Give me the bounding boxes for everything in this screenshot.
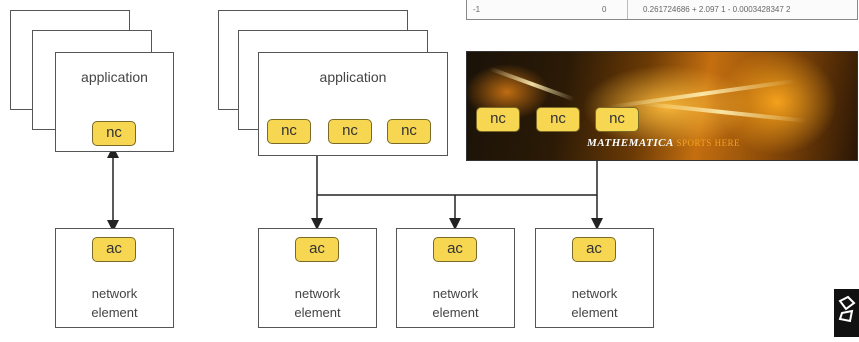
right-ac-chip-1: ac bbox=[295, 237, 339, 262]
brand-tag: SPORTS HERE bbox=[676, 138, 741, 148]
right-network-element-3: ac network element bbox=[535, 228, 654, 328]
right-element-3-label-2: element bbox=[571, 305, 618, 320]
banner-nc-chip-2: nc bbox=[536, 107, 580, 132]
left-ac-chip: ac bbox=[92, 237, 136, 262]
left-element-label-1: network bbox=[91, 286, 138, 301]
table-cell-left: -1 bbox=[473, 5, 481, 14]
right-ac-chip-3: ac bbox=[572, 237, 616, 262]
banner-nc-chip-3: nc bbox=[595, 107, 639, 132]
mathematica-logo-text: MATHEMATICA SPORTS HERE bbox=[587, 137, 740, 149]
right-element-2-label-1: network bbox=[432, 286, 479, 301]
right-application-title: application bbox=[319, 69, 387, 85]
right-element-1-label-2: element bbox=[294, 305, 341, 320]
right-element-1-label-1: network bbox=[294, 286, 341, 301]
table-snippet: -1 0 0.261724686 + 2.097 1 - 0.000342834… bbox=[466, 0, 858, 20]
right-element-3-label-1: network bbox=[571, 286, 618, 301]
right-element-2-label-2: element bbox=[432, 305, 479, 320]
mathematica-banner: nc nc nc MATHEMATICA SPORTS HERE bbox=[467, 52, 857, 160]
right-application-card: application nc nc nc bbox=[258, 52, 448, 156]
corner-logo-icon bbox=[834, 289, 859, 337]
table-divider bbox=[627, 0, 628, 19]
left-element-label-2: element bbox=[91, 305, 138, 320]
left-application-title: application bbox=[81, 69, 148, 85]
right-ac-chip-2: ac bbox=[433, 237, 477, 262]
brand-name: MATHEMATICA bbox=[587, 137, 674, 149]
right-nc-chip-3: nc bbox=[387, 119, 431, 144]
left-application-card: application nc bbox=[55, 52, 174, 152]
table-cell-mid: 0 bbox=[602, 5, 607, 14]
left-nc-chip: nc bbox=[92, 121, 136, 146]
left-network-element: ac network element bbox=[55, 228, 174, 328]
table-cell-right: 0.261724686 + 2.097 1 - 0.0003428347 2 bbox=[643, 5, 791, 14]
right-network-element-2: ac network element bbox=[396, 228, 515, 328]
right-nc-chip-1: nc bbox=[267, 119, 311, 144]
right-network-element-1: ac network element bbox=[258, 228, 377, 328]
right-nc-chip-2: nc bbox=[328, 119, 372, 144]
banner-nc-chip-1: nc bbox=[476, 107, 520, 132]
